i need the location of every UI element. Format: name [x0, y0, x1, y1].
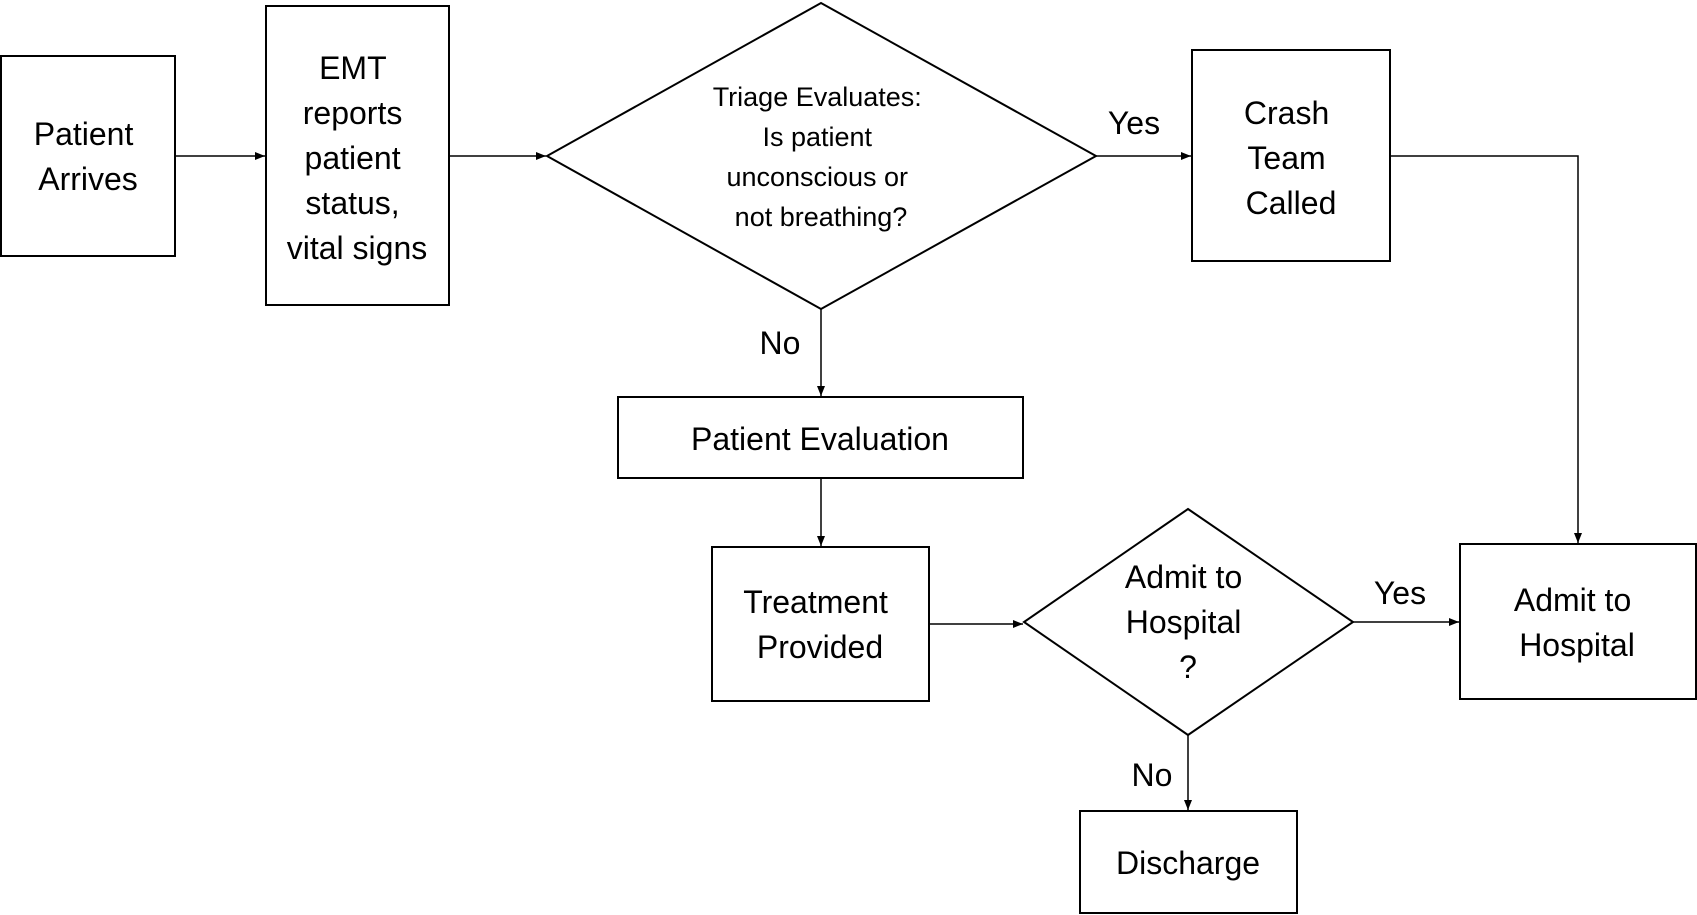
- node-discharge-label: Discharge: [1116, 845, 1260, 881]
- node-patient-evaluation-line: Patient Evaluation: [691, 421, 949, 457]
- node-triage-line: unconscious or: [726, 162, 908, 192]
- node-patient-arrives-label: Patient Arrives: [34, 116, 143, 197]
- node-emt-reports-box: [265, 5, 450, 306]
- node-discharge-box: [1079, 810, 1298, 914]
- connectors: [175, 152, 1582, 810]
- node-triage-decision: Triage Evaluates: Is patient unconscious…: [544, 1, 1099, 311]
- node-admit-decision: Admit to Hospital ?: [1022, 507, 1355, 737]
- node-crash-team-label: Crash Team Called: [1244, 95, 1338, 221]
- node-patient-evaluation-label: Patient Evaluation: [691, 421, 949, 457]
- node-admit-to-hospital-box: [1459, 543, 1697, 700]
- node-triage-line: Is patient: [762, 122, 872, 152]
- node-admit-decision-line: Admit to: [1125, 559, 1242, 595]
- node-patient-arrives-line: Arrives: [38, 161, 138, 197]
- node-triage-label: Triage Evaluates: Is patient unconscious…: [713, 82, 930, 232]
- node-emt-reports-label: EMT reports patient status, vital signs: [287, 50, 428, 266]
- node-emt-reports: EMT reports patient status, vital signs: [265, 5, 450, 306]
- node-emt-reports-line: status,: [305, 185, 399, 221]
- node-patient-arrives: Patient Arrives: [0, 55, 176, 257]
- node-admit-decision-line: ?: [1179, 649, 1197, 685]
- node-discharge-line: Discharge: [1116, 845, 1260, 881]
- node-patient-evaluation: Patient Evaluation: [617, 396, 1024, 479]
- node-emt-reports-line: reports: [303, 95, 403, 131]
- node-triage-line: Triage Evaluates:: [713, 82, 922, 112]
- node-treatment-provided: Treatment Provided: [711, 546, 930, 702]
- node-triage-diamond: [544, 1, 1099, 311]
- node-emt-reports-line: vital signs: [287, 230, 428, 266]
- node-admit-to-hospital-label: Admit to Hospital: [1514, 582, 1640, 663]
- edge-labels: Yes No Yes No: [760, 105, 1427, 793]
- node-treatment-provided-line: Treatment: [743, 584, 888, 620]
- node-admit-to-hospital-line: Hospital: [1519, 627, 1635, 663]
- edge-label-admit-no: No: [1132, 757, 1173, 793]
- node-emt-reports-line: EMT: [319, 50, 386, 86]
- node-treatment-provided-line: Provided: [757, 629, 883, 665]
- node-crash-team-line: Called: [1246, 185, 1337, 221]
- node-treatment-provided-label: Treatment Provided: [743, 584, 897, 665]
- node-admit-to-hospital: Admit to Hospital: [1459, 543, 1697, 700]
- node-admit-decision-line: Hospital: [1126, 604, 1242, 640]
- node-patient-evaluation-box: [617, 396, 1024, 479]
- node-patient-arrives-box: [0, 55, 176, 257]
- node-crash-team-box: [1191, 49, 1391, 262]
- node-admit-diamond: [1022, 507, 1355, 737]
- node-treatment-provided-box: [711, 546, 930, 702]
- node-admit-to-hospital-line: Admit to: [1514, 582, 1631, 618]
- node-crash-team-line: Team: [1247, 140, 1325, 176]
- node-patient-arrives-line: Patient: [34, 116, 134, 152]
- node-crash-team-line: Crash: [1244, 95, 1329, 131]
- edge-label-admit-yes: Yes: [1374, 575, 1426, 611]
- node-discharge: Discharge: [1079, 810, 1298, 914]
- edge-label-triage-yes: Yes: [1108, 105, 1160, 141]
- node-emt-reports-line: patient: [305, 140, 401, 176]
- node-crash-team: Crash Team Called: [1191, 49, 1391, 262]
- node-triage-line: not breathing?: [735, 202, 908, 232]
- node-admit-decision-label: Admit to Hospital ?: [1125, 559, 1251, 685]
- edge-crash-team-to-admit: [1390, 155, 1582, 543]
- edge-label-triage-no: No: [760, 325, 801, 361]
